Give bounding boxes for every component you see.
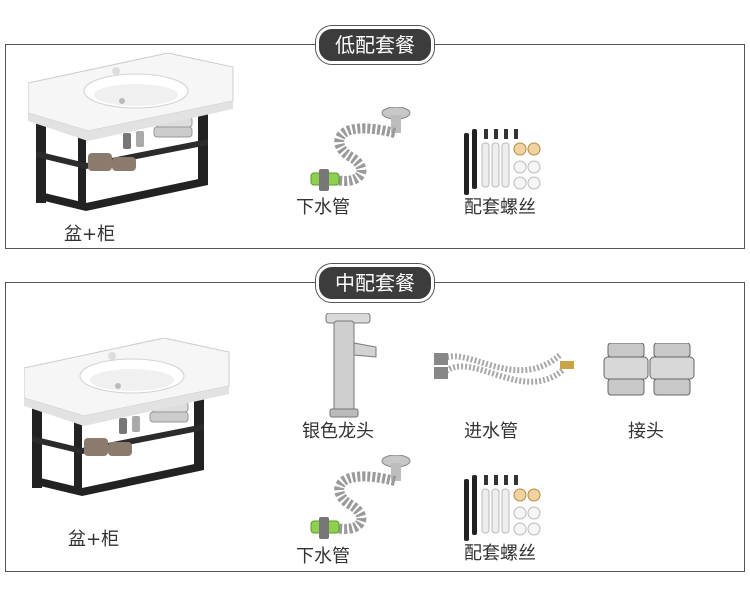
- package-title-mid: 中配套餐: [316, 264, 434, 302]
- faucet-icon: [325, 313, 377, 418]
- drain-pipe-icon: [291, 455, 421, 545]
- connector-icon: [603, 343, 649, 396]
- item-label-sink: 盆+柜: [64, 224, 116, 245]
- package-title-low: 低配套餐: [316, 26, 434, 64]
- inlet-hose-icon: [434, 335, 579, 405]
- item-label-sink: 盆+柜: [68, 529, 120, 550]
- screws-icon: [463, 474, 541, 542]
- item-label-hose: 进水管: [464, 421, 518, 442]
- item-label-screws: 配套螺丝: [464, 543, 536, 564]
- sink-cabinet-icon: [28, 53, 234, 212]
- drain-pipe-icon: [291, 107, 421, 197]
- item-label-connector: 接头: [628, 421, 664, 442]
- item-label-faucet: 银色龙头: [302, 421, 374, 442]
- item-label-screws: 配套螺丝: [464, 197, 536, 218]
- item-label-drain: 下水管: [296, 197, 350, 218]
- sink-cabinet-icon: [24, 338, 230, 497]
- screws-icon: [463, 128, 541, 196]
- item-label-drain: 下水管: [296, 546, 350, 567]
- low-package-panel: 低配套餐 盆+柜 下水管 配套螺丝: [5, 26, 745, 249]
- connector-icon: [649, 343, 695, 396]
- mid-package-panel: 中配套餐 盆+柜 银色龙头 进水管 接头 下水管 配套螺丝: [5, 264, 745, 572]
